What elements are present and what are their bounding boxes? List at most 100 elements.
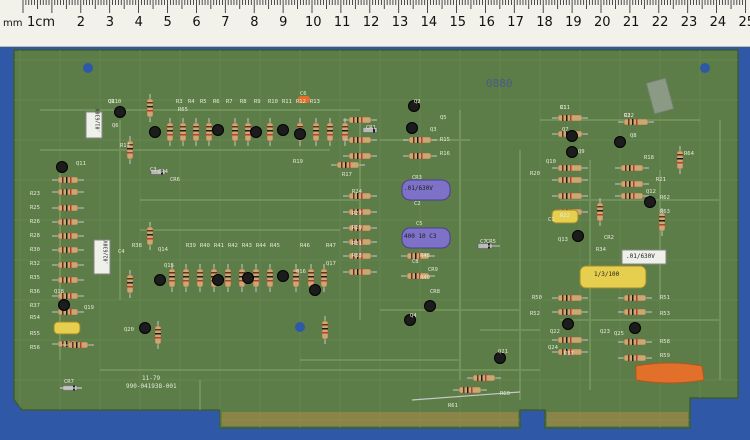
resistor bbox=[57, 218, 79, 226]
resistor-band bbox=[267, 126, 273, 128]
resistor-band bbox=[357, 153, 359, 159]
ruler-ticks bbox=[22, 0, 746, 13]
resistor-band bbox=[206, 134, 212, 136]
cap-marking: .01/630V bbox=[626, 253, 655, 260]
reference-designator: R12 bbox=[296, 99, 306, 105]
resistor bbox=[336, 161, 360, 169]
resistor-band bbox=[62, 205, 64, 211]
resistor-band bbox=[566, 295, 568, 301]
resistor-band bbox=[167, 134, 173, 136]
resistor-band bbox=[62, 219, 64, 225]
reference-designator: R18 bbox=[644, 155, 654, 161]
resistor-band bbox=[80, 342, 82, 348]
resistor-band bbox=[70, 189, 72, 195]
diode bbox=[150, 169, 166, 175]
reference-designator: R27 bbox=[352, 211, 362, 217]
reference-designator: R45 bbox=[270, 243, 280, 249]
reference-designator: R22 bbox=[560, 213, 570, 219]
resistor-band bbox=[293, 280, 299, 282]
resistor-band bbox=[66, 189, 68, 195]
ruler-number: 24 bbox=[709, 15, 727, 30]
reference-designator: Q2 bbox=[414, 99, 421, 105]
resistor-band bbox=[477, 375, 479, 381]
resistor bbox=[57, 176, 79, 184]
yellow-capacitor bbox=[551, 209, 579, 224]
transistor bbox=[629, 322, 641, 334]
reference-designator: R11 bbox=[282, 99, 292, 105]
reference-designator: Q14 bbox=[158, 247, 168, 253]
reference-designator: R30 bbox=[30, 247, 40, 253]
resistor-band bbox=[629, 193, 631, 199]
resistor-band bbox=[566, 115, 568, 121]
transistor bbox=[614, 136, 626, 148]
resistor bbox=[326, 122, 334, 142]
resistor-band bbox=[155, 333, 161, 335]
resistor-band bbox=[357, 225, 359, 231]
resistor-band bbox=[66, 233, 68, 239]
reference-designator: Q5 bbox=[440, 115, 447, 121]
resistor bbox=[126, 274, 134, 294]
resistor-band bbox=[677, 162, 683, 164]
resistor-band bbox=[625, 193, 627, 199]
resistor-band bbox=[357, 193, 359, 199]
resistor-band bbox=[308, 272, 314, 274]
ruler-number: 8 bbox=[250, 15, 259, 30]
reference-designator: R4 bbox=[188, 99, 195, 105]
resistor bbox=[348, 116, 372, 124]
resistor-band bbox=[633, 193, 635, 199]
resistor-band bbox=[485, 375, 487, 381]
ruler-unit-cm: 1cm bbox=[27, 15, 56, 30]
ruler-number: 9 bbox=[279, 15, 288, 30]
resistor-band bbox=[659, 220, 665, 222]
resistor-band bbox=[206, 130, 212, 132]
resistor-band bbox=[267, 280, 273, 282]
resistor-band bbox=[636, 339, 638, 345]
transistor bbox=[294, 128, 306, 140]
resistor-band bbox=[321, 280, 327, 282]
resistor-band bbox=[353, 225, 355, 231]
resistor-band bbox=[313, 134, 319, 136]
reference-designator: R17 bbox=[342, 172, 352, 178]
ruler-unit-mm: mm bbox=[3, 18, 23, 29]
ruler-number: 19 bbox=[565, 15, 582, 30]
resistor-band bbox=[66, 177, 68, 183]
reference-designator: R24 bbox=[352, 189, 362, 195]
resistor-band bbox=[293, 276, 299, 278]
resistor-band bbox=[566, 193, 568, 199]
reference-designator: C12 bbox=[624, 113, 634, 119]
resistor-band bbox=[628, 339, 630, 345]
resistor-band bbox=[62, 247, 64, 253]
transistor bbox=[644, 196, 656, 208]
resistor-band bbox=[297, 126, 303, 128]
reference-designator: R8 bbox=[240, 99, 247, 105]
resistor-band bbox=[677, 158, 683, 160]
resistor-band bbox=[562, 193, 564, 199]
reference-designator: R21 bbox=[656, 177, 666, 183]
resistor-band bbox=[421, 137, 423, 143]
ruler-number: 16 bbox=[478, 15, 495, 30]
orange-capacitor bbox=[635, 362, 705, 384]
resistor-band bbox=[206, 126, 212, 128]
ruler-number: 5 bbox=[163, 15, 172, 30]
transistor bbox=[114, 106, 126, 118]
resistor-band bbox=[147, 234, 153, 236]
transistor bbox=[154, 274, 166, 286]
resistor-band bbox=[413, 137, 415, 143]
resistor-band bbox=[211, 272, 217, 274]
resistor-band bbox=[629, 181, 631, 187]
resistor-band bbox=[183, 280, 189, 282]
reference-designator: R47 bbox=[326, 243, 336, 249]
reference-designator: Q25 bbox=[614, 331, 624, 337]
film-capacitor bbox=[93, 239, 111, 275]
resistor-band bbox=[66, 341, 68, 347]
resistor bbox=[182, 268, 190, 288]
resistor-band bbox=[70, 309, 72, 315]
resistor bbox=[231, 122, 239, 142]
resistor bbox=[168, 268, 176, 288]
resistor-band bbox=[70, 205, 72, 211]
transistor bbox=[149, 126, 161, 138]
orange-capacitor bbox=[298, 96, 310, 103]
reference-designator: Q8 bbox=[630, 133, 637, 139]
reference-designator: R36 bbox=[30, 289, 40, 295]
resistor-band bbox=[313, 130, 319, 132]
